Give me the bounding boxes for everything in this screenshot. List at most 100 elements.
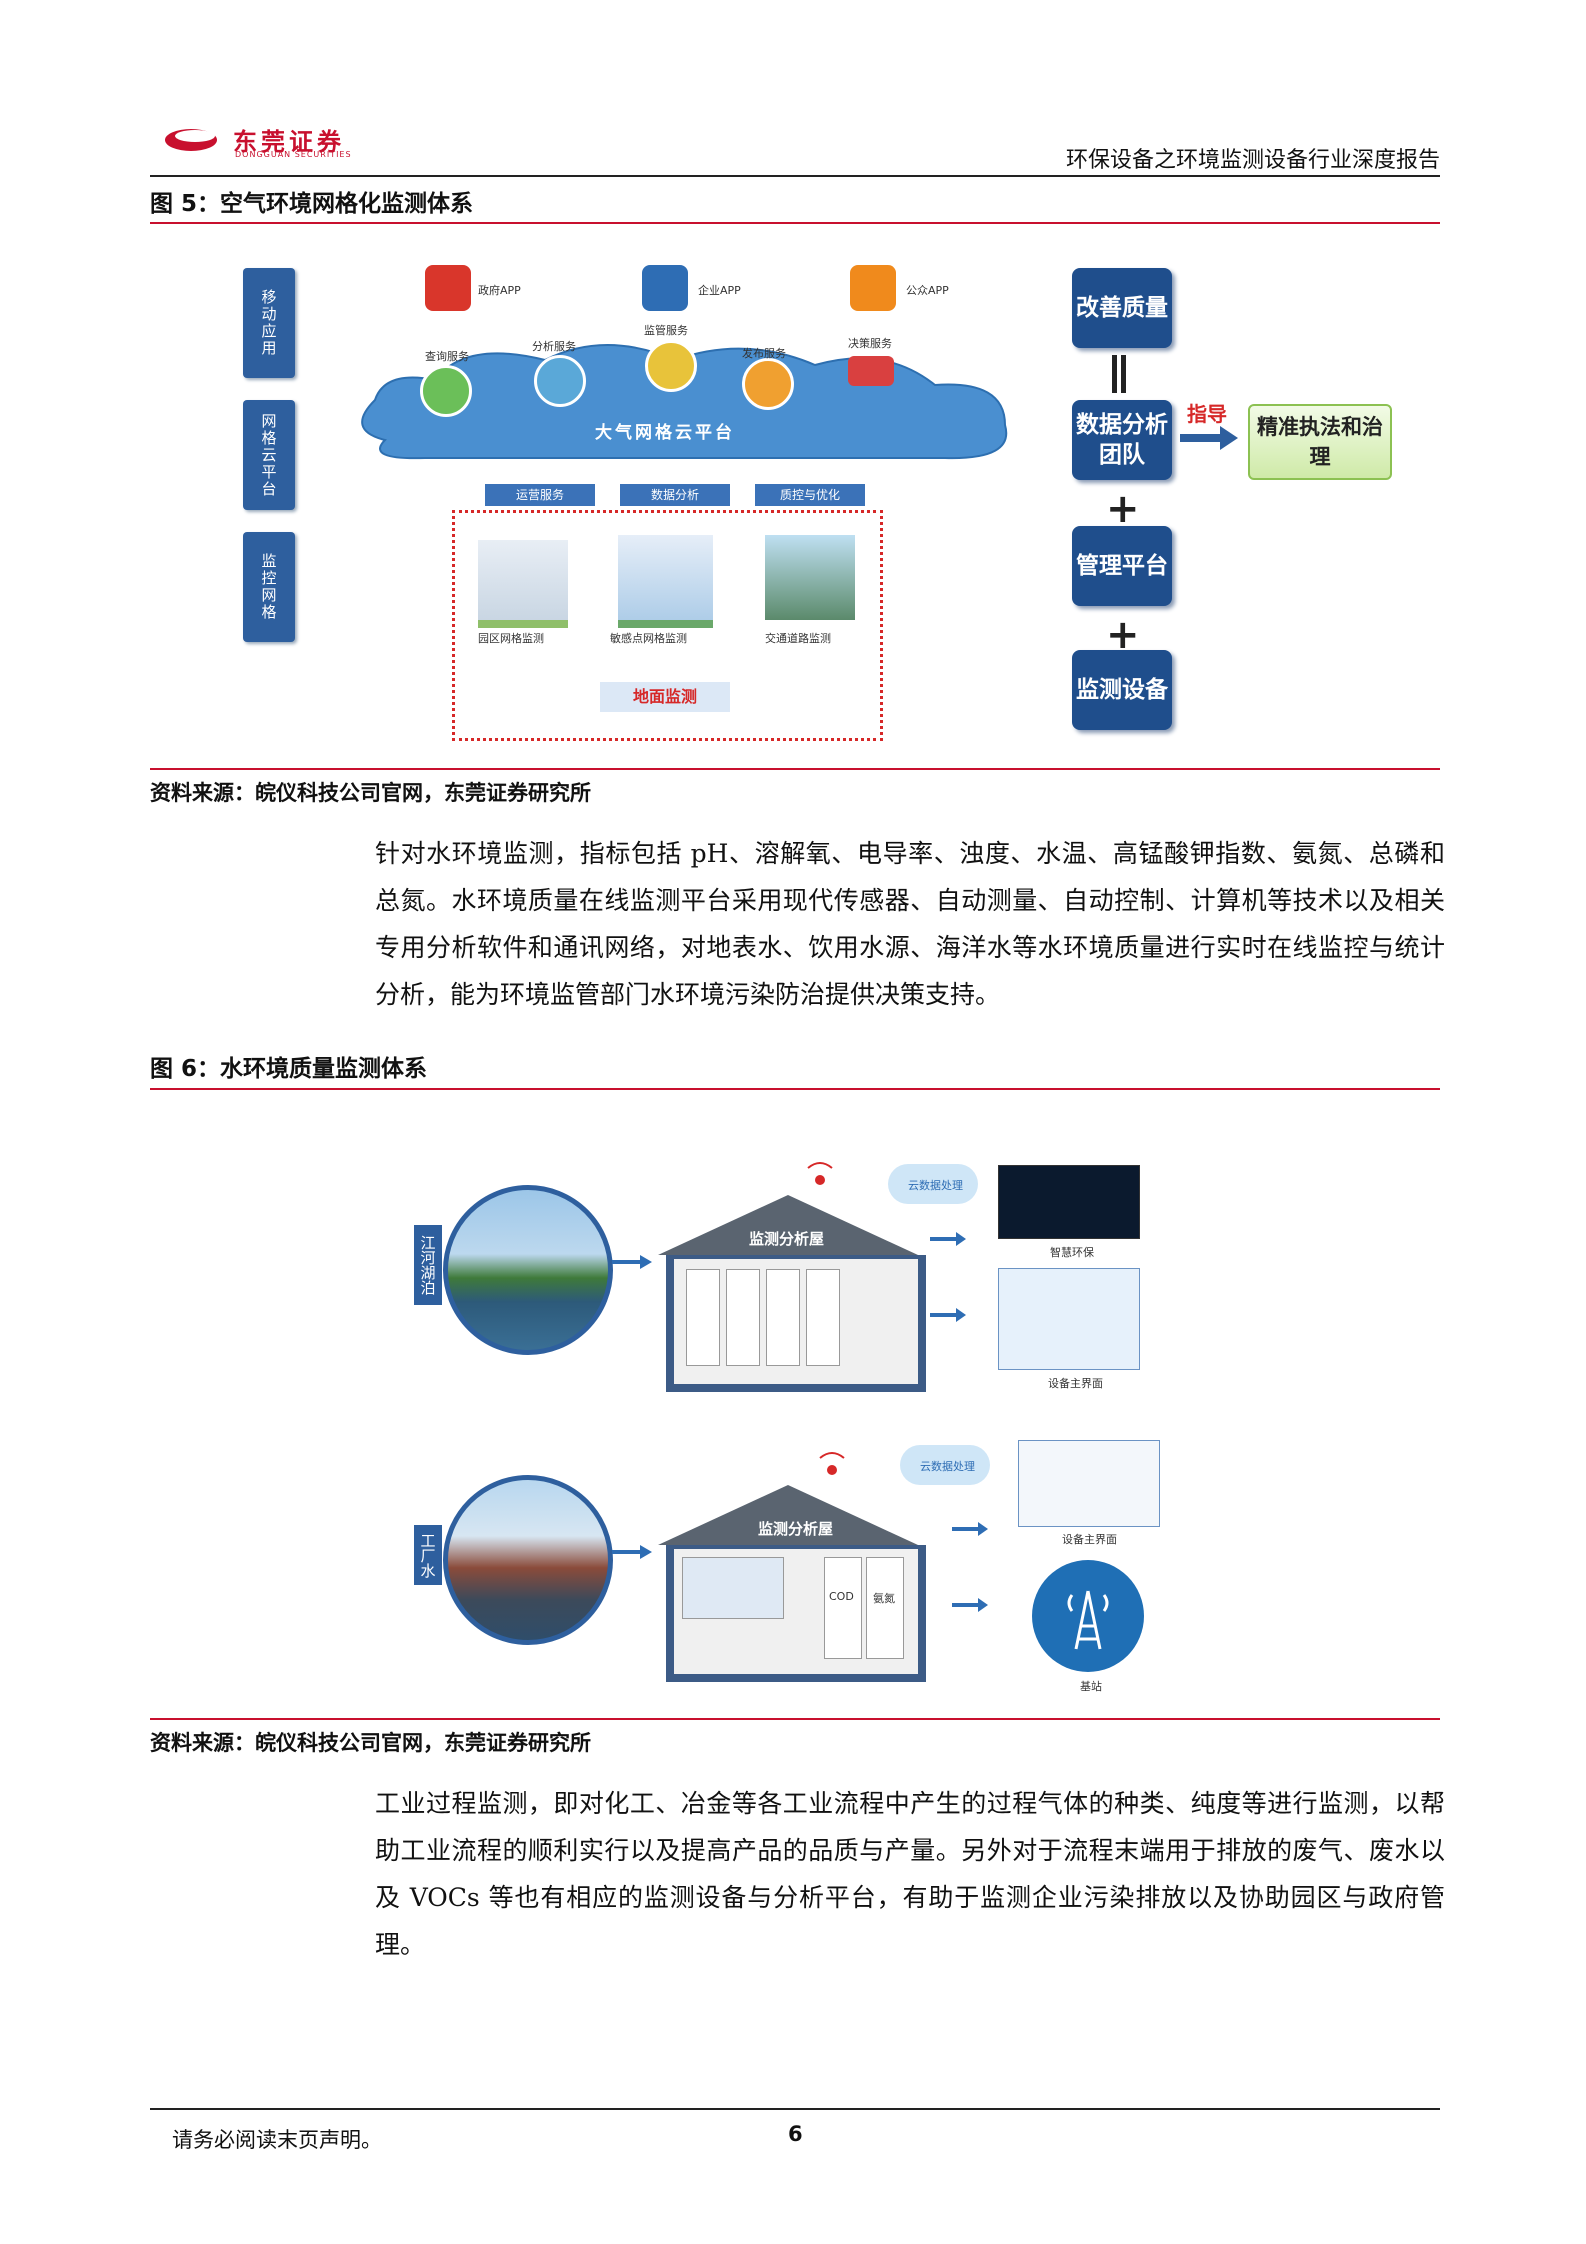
label-mobile-apps: 移动应用 <box>243 268 295 378</box>
traffic-monitor-label: 交通道路监测 <box>765 632 831 645</box>
factory-water-photo <box>443 1475 613 1645</box>
precise-enforcement-box: 精准执法和治理 <box>1248 404 1392 480</box>
supervision-service-label: 监管服务 <box>644 324 688 337</box>
label-grid-cloud: 网格云平台 <box>243 400 295 510</box>
publish-service-label: 发布服务 <box>742 347 786 360</box>
park-monitor-label: 园区网格监测 <box>478 632 544 645</box>
arrow-icon-top-1 <box>612 1255 652 1269</box>
publish-service-icon <box>742 358 794 410</box>
public-app-icon <box>850 265 896 311</box>
header-rule <box>150 175 1440 177</box>
footer-rule <box>150 2108 1440 2110</box>
antenna-icon-top <box>807 1162 833 1185</box>
guide-arrow-icon <box>1180 426 1238 450</box>
cloud-data-label-top: 云数据处理 <box>908 1179 963 1192</box>
cabinet-icon <box>726 1269 760 1366</box>
cloud-data-icon-bottom <box>900 1445 990 1485</box>
figure5-source-rule <box>150 768 1440 770</box>
figure6-source-rule <box>150 1718 1440 1720</box>
paragraph-water-monitoring: 针对水环境监测，指标包括 pH、溶解氧、电导率、浊度、水温、高锰酸钾指数、氨氮、… <box>375 830 1445 1018</box>
figure6-title: 图 6：水环境质量监测体系 <box>150 1056 428 1082</box>
house-bottom-roof-icon <box>658 1485 918 1545</box>
cloud-data-icon-top <box>888 1164 978 1204</box>
arrow-icon-top-2 <box>930 1232 966 1246</box>
antenna-icon-bottom <box>819 1452 845 1475</box>
data-team-box: 数据分析团队 <box>1072 400 1172 480</box>
cabinet-icon <box>806 1269 840 1366</box>
house-top-title: 监测分析屋 <box>749 1230 825 1248</box>
cloud-platform-icon <box>361 344 1008 460</box>
query-service-label: 查询服务 <box>425 350 469 363</box>
ground-monitoring-label: 地面监测 <box>600 682 730 712</box>
analyzer-panel <box>682 1557 784 1619</box>
enterprise-app-icon <box>642 265 688 311</box>
device-ui-label-top: 设备主界面 <box>1048 1377 1103 1390</box>
qc-tag: 质控与优化 <box>755 484 865 506</box>
ops-service-tag: 运营服务 <box>485 484 595 506</box>
ground-monitoring-box <box>452 510 883 741</box>
figure6-source: 资料来源：皖仪科技公司官网，东莞证券研究所 <box>150 1731 591 1755</box>
cod-label: COD <box>829 1590 854 1603</box>
page-number: 6 <box>788 2122 803 2146</box>
footer-notice: 请务必阅读末页声明。 <box>172 2128 382 2152</box>
logo-text-en: DONGGUAN SECURITIES <box>235 150 352 159</box>
sensitive-monitor-image <box>618 535 713 628</box>
sensitive-monitor-label: 敏感点网格监测 <box>610 632 687 645</box>
base-station-icon <box>1032 1560 1144 1672</box>
guide-label: 指导 <box>1187 402 1227 426</box>
smart-env-label: 智慧环保 <box>1050 1246 1094 1259</box>
improve-quality-box: 改善质量 <box>1072 268 1172 348</box>
query-service-icon <box>420 365 472 417</box>
house-top-body <box>666 1255 926 1392</box>
arrow-icon-bottom-3 <box>952 1598 988 1612</box>
house-top-roof-icon <box>658 1195 918 1255</box>
cod-cabinet: COD <box>824 1557 862 1659</box>
monitoring-equipment-box: 监测设备 <box>1072 650 1172 730</box>
factory-water-label: 工厂水 <box>414 1525 442 1585</box>
figure5-source: 资料来源：皖仪科技公司官网，东莞证券研究所 <box>150 781 591 805</box>
report-title: 环保设备之环境监测设备行业深度报告 <box>1065 148 1440 173</box>
device-ui-screen-top <box>998 1268 1140 1370</box>
arrow-icon-bottom-1 <box>612 1545 652 1559</box>
decision-service-icon <box>848 356 894 386</box>
logo: 东莞证券 DONGGUAN SECURITIES <box>163 122 403 162</box>
cloud-platform-label: 大气网格云平台 <box>595 423 735 443</box>
plus-icon-1: + <box>1106 486 1140 532</box>
public-app-label: 公众APP <box>906 284 949 297</box>
enterprise-app-label: 企业APP <box>698 284 741 297</box>
data-analysis-tag: 数据分析 <box>620 484 730 506</box>
paragraph-2-text: 工业过程监测，即对化工、冶金等各工业流程中产生的过程气体的种类、纯度等进行监测，… <box>375 1789 1445 1959</box>
figure6-title-rule <box>150 1088 1440 1090</box>
park-monitor-image <box>478 540 568 628</box>
figure5-title-rule <box>150 222 1440 224</box>
traffic-monitor-image <box>765 535 855 620</box>
device-ui-label-bottom: 设备主界面 <box>1062 1533 1117 1546</box>
ammonia-cabinet: 氨氮 <box>866 1557 904 1659</box>
tower-icon <box>1067 1590 1109 1650</box>
base-station-label: 基站 <box>1080 1680 1102 1693</box>
cabinet-icon <box>686 1269 720 1366</box>
house-bottom-title: 监测分析屋 <box>758 1520 834 1538</box>
cabinet-icon <box>766 1269 800 1366</box>
gov-app-label: 政府APP <box>478 284 521 297</box>
supervision-service-icon <box>645 340 697 392</box>
logo-text-cn: 东莞证券 <box>233 127 345 156</box>
cloud-data-label-bottom: 云数据处理 <box>920 1460 975 1473</box>
house-bottom-body: COD 氨氮 <box>666 1545 926 1682</box>
figure5-title: 图 5：空气环境网格化监测体系 <box>150 191 474 217</box>
river-lake-label: 江河湖泊 <box>414 1225 442 1305</box>
arrow-icon-top-3 <box>930 1308 966 1322</box>
management-platform-box: 管理平台 <box>1072 526 1172 606</box>
device-ui-screen-bottom <box>1018 1440 1160 1527</box>
decision-service-label: 决策服务 <box>848 337 892 350</box>
analysis-service-label: 分析服务 <box>532 340 576 353</box>
logo-mark-icon <box>165 129 217 151</box>
paragraph-industrial-monitoring: 工业过程监测，即对化工、冶金等各工业流程中产生的过程气体的种类、纯度等进行监测，… <box>375 1780 1445 1968</box>
smart-env-screen <box>998 1165 1140 1239</box>
ammonia-label: 氨氮 <box>873 1592 895 1605</box>
paragraph-1-text: 针对水环境监测，指标包括 pH、溶解氧、电导率、浊度、水温、高锰酸钾指数、氨氮、… <box>375 839 1445 1009</box>
analysis-service-icon <box>534 355 586 407</box>
label-monitor-grid: 监控网格 <box>243 532 295 642</box>
arrow-icon-bottom-2 <box>952 1522 988 1536</box>
equals-icon <box>1112 355 1117 393</box>
